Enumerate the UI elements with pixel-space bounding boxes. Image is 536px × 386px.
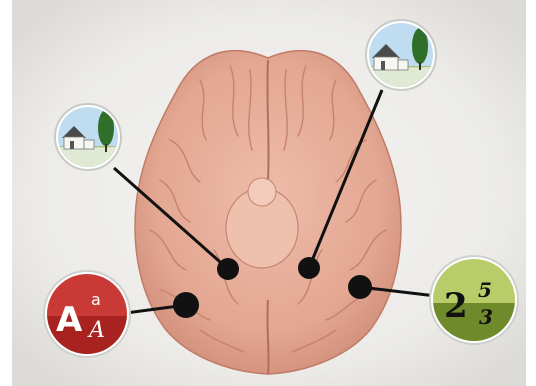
numbers-badge: 2 5 3 [430, 256, 518, 345]
brain [135, 51, 401, 374]
letters-big: A [56, 300, 83, 340]
dot-left-outer [173, 292, 199, 318]
house-tree-icon [55, 104, 121, 170]
letters-small-bottom: A [87, 318, 105, 343]
dot-right-inner [298, 257, 320, 279]
numbers-bottom: 3 [479, 305, 493, 329]
dot-left-inner [217, 258, 239, 280]
numbers-top: 5 [478, 278, 492, 302]
letters-badge: A a A [44, 271, 130, 357]
letters-small-top: a [91, 290, 101, 309]
numbers-big: 2 [444, 286, 468, 326]
optic-chiasm [248, 178, 276, 206]
dot-right-outer [348, 275, 372, 299]
house-tree-icon [366, 20, 436, 90]
